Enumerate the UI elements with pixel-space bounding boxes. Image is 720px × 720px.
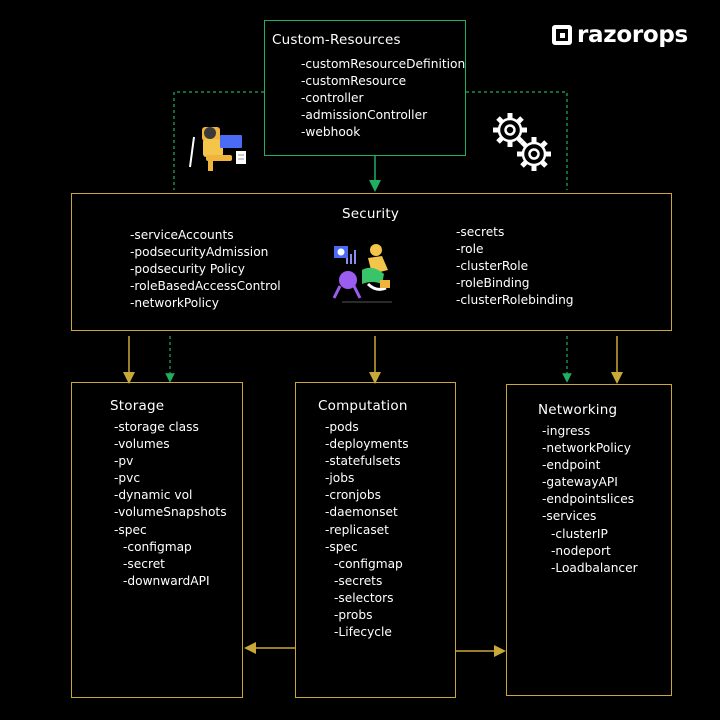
security-analyst-icon: [332, 244, 392, 303]
brand-name: razorops: [577, 22, 688, 48]
list-item: -networkPolicy: [542, 441, 631, 456]
list-item: -configmap: [334, 556, 403, 571]
computation-box: Computation -pods -deployments -stateful…: [295, 382, 456, 698]
list-item: -spec: [325, 539, 358, 554]
list-item: -admissionController: [301, 108, 428, 123]
security-right-list: -secrets -role -clusterRole -roleBinding…: [456, 224, 574, 309]
brand-logo: razorops: [552, 20, 688, 50]
storage-box: Storage -storage class -volumes -pv -pvc…: [71, 382, 243, 698]
list-item: -dynamic vol: [114, 488, 193, 503]
security-box: Security -serviceAccounts -podsecurityAd…: [71, 193, 672, 331]
list-item: -pv: [114, 454, 134, 469]
list-item: -secret: [123, 556, 165, 571]
storage-title: Storage: [110, 398, 165, 414]
computation-list: -pods -deployments -statefulsets -jobs -…: [325, 419, 409, 641]
list-item: -endpoint: [542, 458, 601, 473]
list-item: -secrets: [334, 573, 383, 588]
list-item: -customResource: [301, 74, 407, 89]
list-item: -daemonset: [325, 505, 398, 520]
storage-list: -storage class -volumes -pv -pvc -dynami…: [114, 419, 227, 590]
list-item: -serviceAccounts: [130, 228, 234, 242]
list-item: -ingress: [542, 424, 591, 438]
list-item: -jobs: [325, 471, 355, 486]
security-title: Security: [342, 206, 400, 222]
custom-resources-list: -customResourceDefinition -customResourc…: [301, 56, 465, 141]
list-item: -endpointslices: [542, 492, 635, 507]
networking-title: Networking: [538, 402, 618, 418]
list-item: -replicaset: [325, 522, 389, 537]
networking-list: -ingress -networkPolicy -endpoint -gatew…: [542, 423, 638, 577]
list-item: -networkPolicy: [130, 296, 219, 311]
list-item: -probs: [334, 608, 373, 623]
list-item: -Loadbalancer: [551, 560, 638, 575]
list-item: -podsecurityAdmission: [130, 245, 269, 260]
list-item: -storage class: [114, 420, 199, 434]
computation-title: Computation: [318, 398, 408, 414]
list-item: -podsecurity Policy: [130, 262, 245, 277]
dashed-custom-left: [173, 91, 264, 190]
list-item: -statefulsets: [325, 454, 401, 469]
list-item: -deployments: [325, 437, 409, 452]
list-item: -downwardAPI: [123, 573, 210, 588]
list-item: -roleBinding: [456, 276, 530, 291]
list-item: -configmap: [123, 539, 192, 554]
list-item: -controller: [301, 91, 364, 106]
list-item: -clusterRolebinding: [456, 293, 574, 308]
custom-resources-box: Custom-Resources -customResourceDefiniti…: [264, 20, 466, 156]
list-item: -role: [456, 242, 484, 257]
list-item: -services: [542, 509, 597, 524]
list-item: -nodeport: [551, 543, 611, 558]
list-item: -volumes: [114, 437, 170, 452]
list-item: -clusterIP: [551, 526, 608, 541]
list-item: -selectors: [334, 590, 394, 605]
list-item: -pvc: [114, 471, 141, 486]
list-item: -secrets: [456, 225, 505, 239]
list-item: -spec: [114, 522, 147, 537]
list-item: -pods: [325, 420, 359, 434]
list-item: -customResourceDefinition: [301, 57, 466, 71]
networking-box: Networking -ingress -networkPolicy -endp…: [506, 384, 672, 696]
list-item: -webhook: [301, 125, 361, 140]
security-left-list: -serviceAccounts -podsecurityAdmission -…: [130, 227, 281, 312]
custom-resources-title: Custom-Resources: [272, 32, 401, 48]
list-item: -Lifecycle: [334, 625, 392, 640]
list-item: -volumeSnapshots: [114, 505, 227, 520]
list-item: -roleBasedAccessControl: [130, 279, 281, 294]
list-item: -clusterRole: [456, 259, 529, 274]
list-item: -cronjobs: [325, 488, 381, 503]
razorops-logo-icon: [552, 25, 572, 45]
list-item: -gatewayAPI: [542, 475, 618, 490]
